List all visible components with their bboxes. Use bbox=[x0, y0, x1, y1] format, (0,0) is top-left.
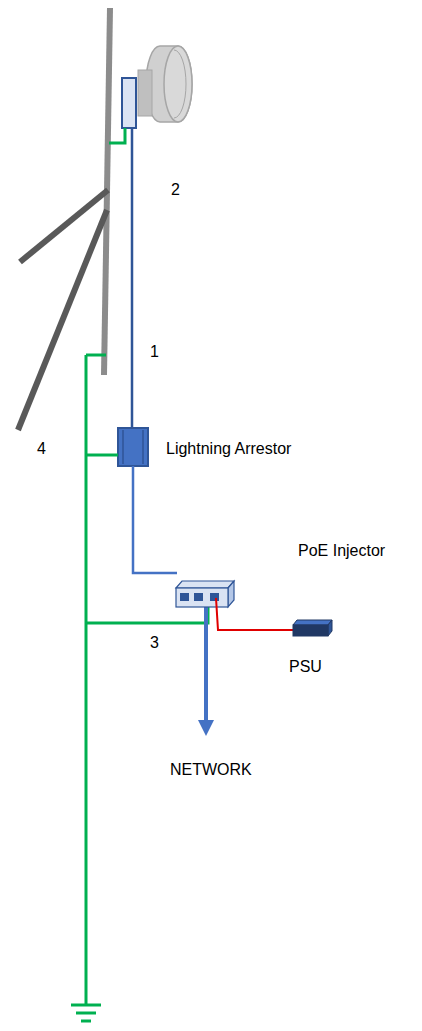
power-supply bbox=[293, 620, 332, 636]
dish-antenna bbox=[138, 46, 192, 122]
network-cable bbox=[204, 606, 208, 722]
part-label: PSU bbox=[289, 657, 322, 677]
poe-injector bbox=[176, 581, 234, 607]
part-label: PoE Injector bbox=[298, 541, 385, 561]
callout-number: 3 bbox=[150, 633, 159, 653]
part-label: Lightning Arrestor bbox=[166, 439, 291, 459]
mast-brace bbox=[20, 190, 108, 262]
power-cord bbox=[216, 598, 293, 630]
ground-symbol bbox=[71, 1005, 101, 1021]
ethernet-cable bbox=[131, 128, 134, 428]
lightning-arrestor bbox=[118, 428, 148, 466]
ground-wire bbox=[109, 128, 125, 143]
callout-number: 1 bbox=[150, 342, 159, 362]
part-label: NETWORK bbox=[170, 760, 252, 780]
callout-number: 2 bbox=[171, 180, 180, 200]
network-arrowhead bbox=[198, 720, 214, 736]
ethernet-cable bbox=[133, 466, 177, 573]
mast-brace bbox=[18, 210, 107, 430]
radio-mount bbox=[122, 78, 136, 128]
callout-number: 4 bbox=[37, 439, 46, 459]
